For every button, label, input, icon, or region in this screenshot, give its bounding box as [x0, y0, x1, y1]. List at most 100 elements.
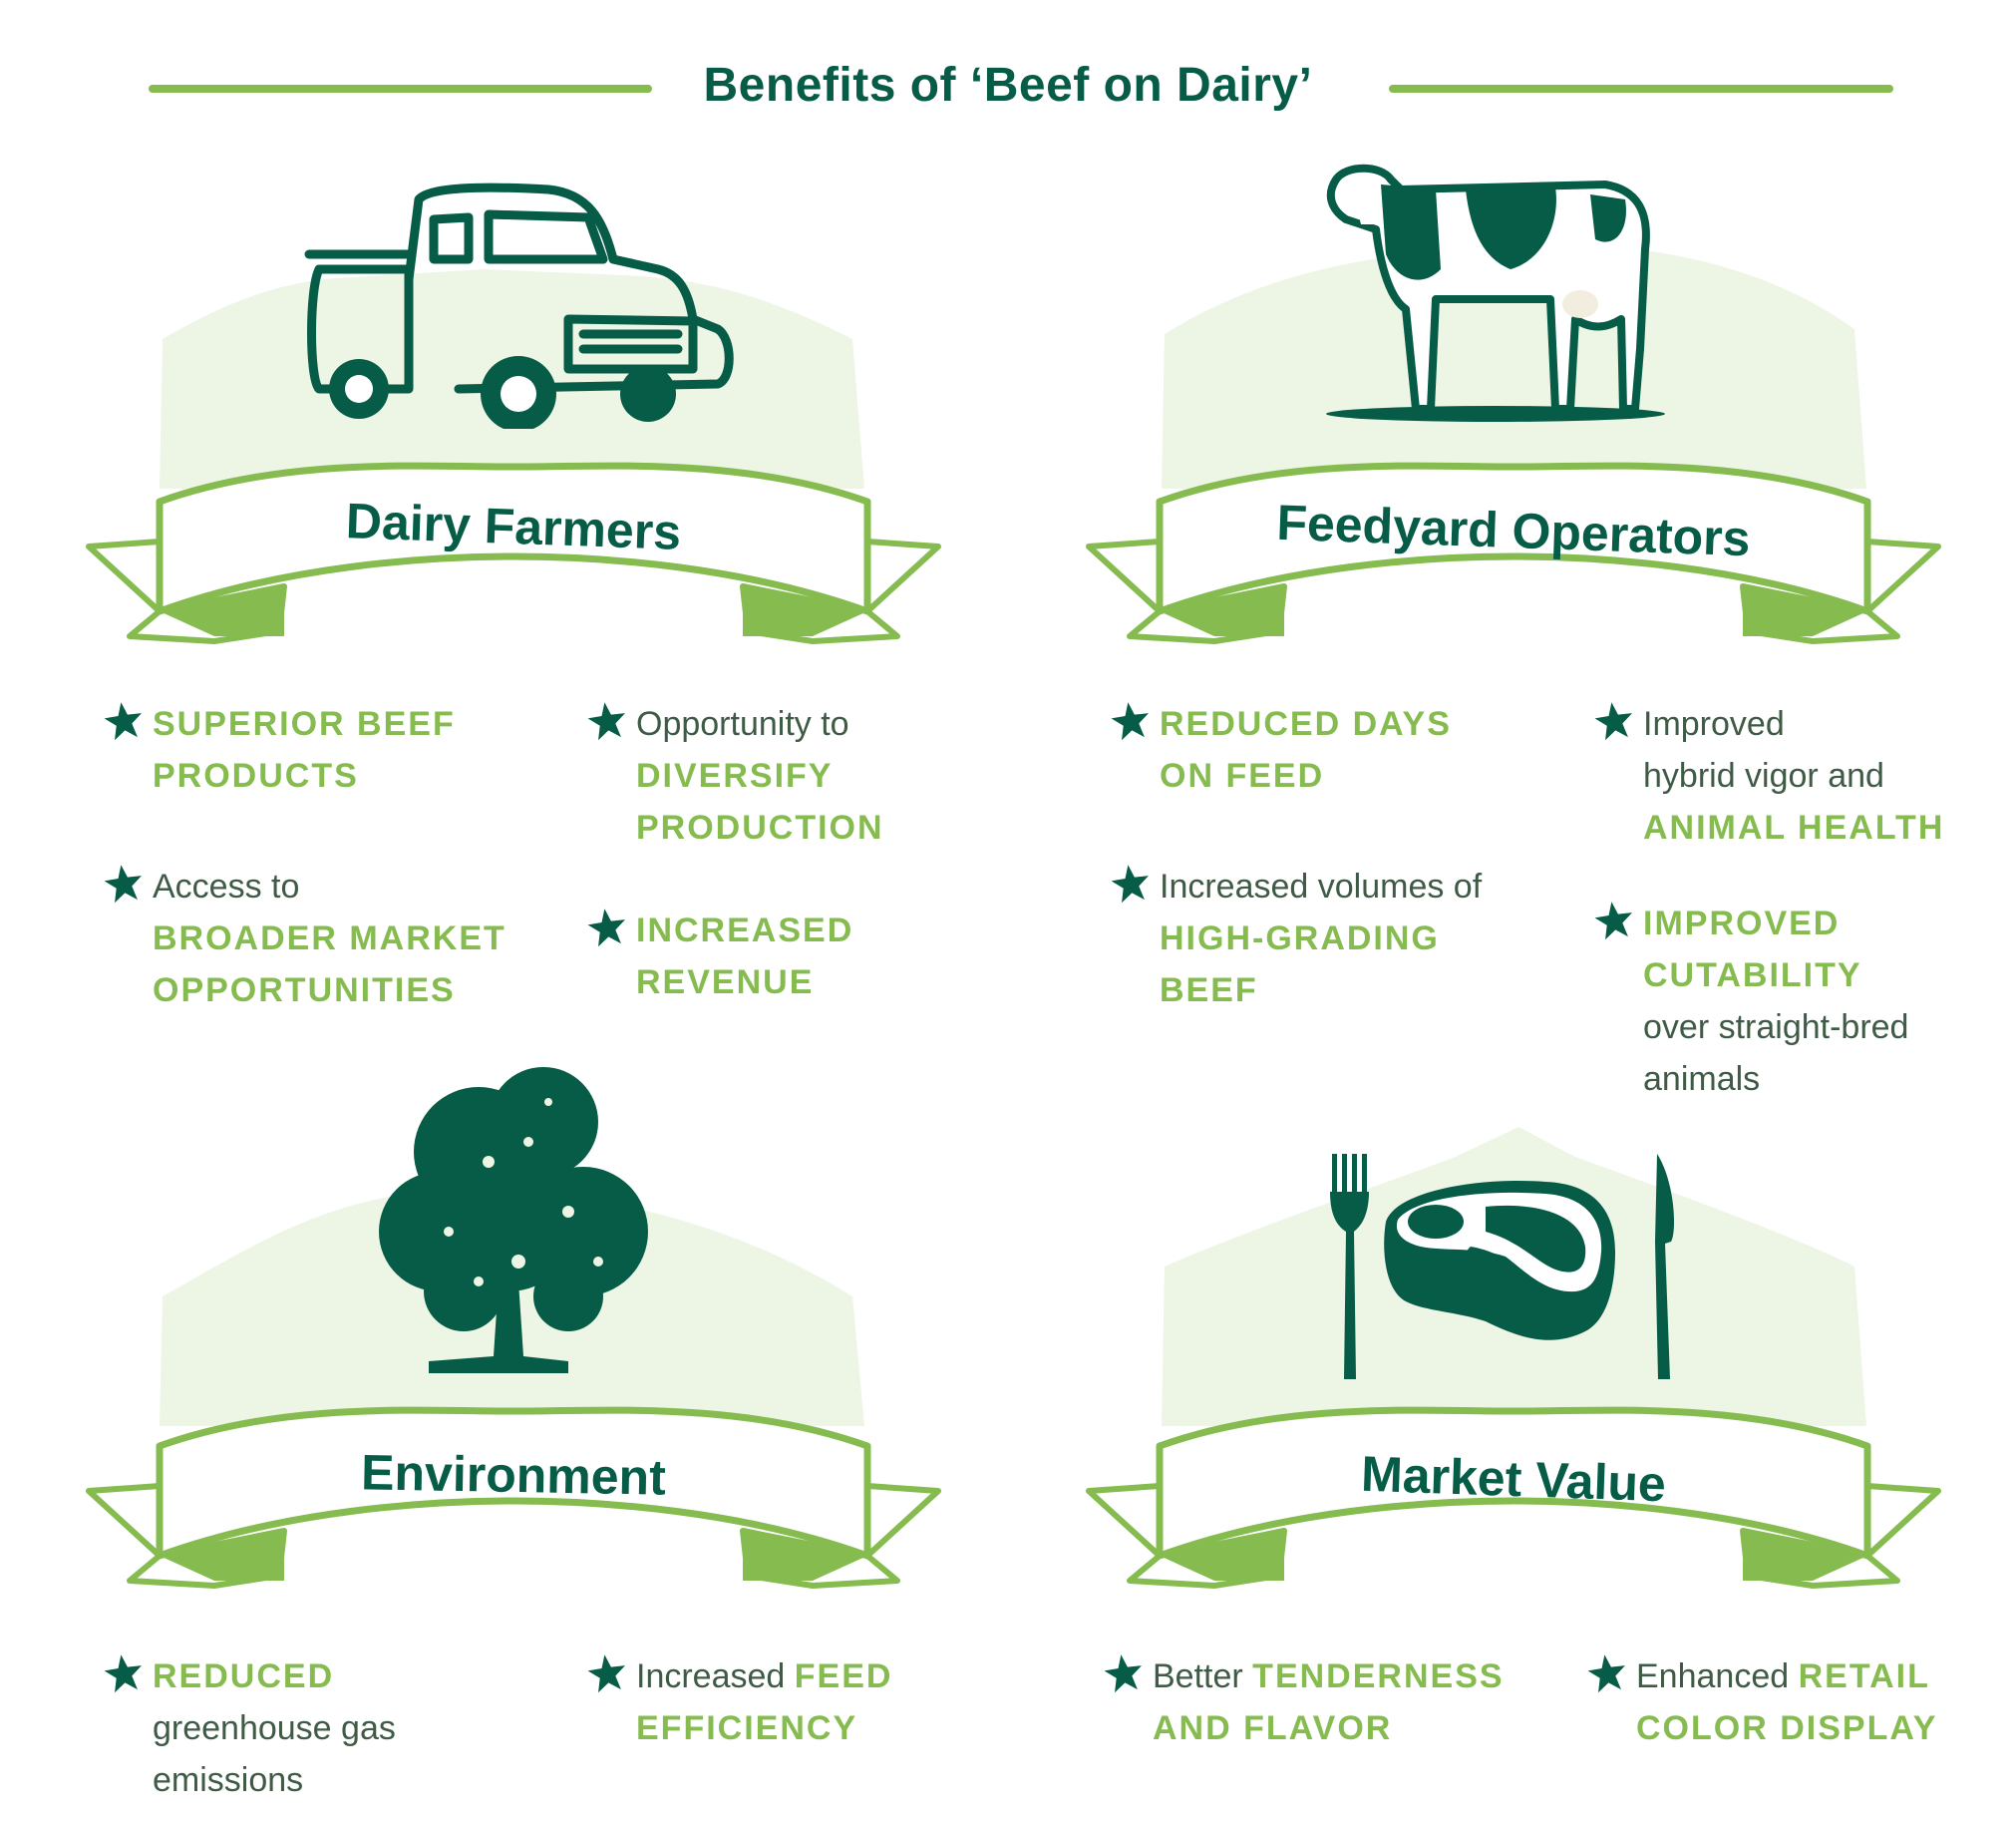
benefit-text-line: BEEF: [1160, 964, 1518, 1016]
plain-text: Improved: [1643, 705, 1785, 743]
benefit-text-line: DIVERSIFY: [636, 750, 995, 802]
benefit-item-dairy-farmers-1: SUPERIOR BEEF PRODUCTS: [104, 698, 511, 802]
benefit-item-feedyard-operators-3: Increased volumes of HIGH-GRADING BEEF: [1111, 861, 1518, 1016]
ribbon-environment: Environment: [85, 1406, 942, 1596]
benefit-item-environment-1: REDUCED greenhouse gas emissions: [104, 1650, 511, 1806]
highlight-text: SUPERIOR BEEF: [153, 705, 456, 743]
ribbon-banner-shape: [86, 462, 941, 644]
benefit-text-line: IMPROVED: [1643, 898, 2002, 949]
benefit-text-line: hybrid vigor and: [1643, 750, 2002, 802]
highlight-text: EFFICIENCY: [636, 1709, 858, 1747]
star-bullet-icon: [1593, 700, 1635, 742]
benefit-text-line: over straight-bred: [1643, 1001, 2002, 1053]
plain-text: Better: [1153, 1657, 1253, 1695]
star-bullet-icon: [1586, 1652, 1628, 1694]
plain-text: Increased volumes of: [1160, 868, 1483, 906]
benefit-text-line: emissions: [153, 1754, 511, 1806]
highlight-text: TENDERNESS: [1252, 1657, 1505, 1695]
benefit-item-feedyard-operators-1: REDUCED DAYS ON FEED: [1111, 698, 1518, 802]
benefit-text-line: AND FLAVOR: [1153, 1702, 1512, 1754]
highlight-text: REVENUE: [636, 963, 815, 1001]
ribbon-banner-shape: [1086, 462, 1941, 644]
benefit-text-line: Improved: [1643, 698, 2002, 750]
plain-text: Increased: [636, 1657, 795, 1695]
plain-text: Enhanced: [1636, 1657, 1799, 1695]
holstein-cow-icon: [1326, 164, 1665, 422]
title-rule-right: [1389, 85, 1893, 93]
star-bullet-icon: [1593, 900, 1635, 941]
ribbon-dairy-farmers: Dairy Farmers: [85, 462, 942, 651]
plain-text: greenhouse gas: [153, 1709, 396, 1747]
benefit-item-market-value-1: Better TENDERNESS AND FLAVOR: [1104, 1650, 1512, 1754]
highlight-text: PRODUCTS: [153, 757, 359, 795]
benefit-text-line: REVENUE: [636, 956, 995, 1008]
benefit-text-line: ON FEED: [1160, 750, 1518, 802]
highlight-text: BROADER MARKET: [153, 919, 506, 957]
highlight-text: DIVERSIFY: [636, 757, 834, 795]
star-bullet-icon: [103, 700, 145, 742]
ribbon-banner-shape: [86, 1406, 941, 1589]
page-title: Benefits of ‘Beef on Dairy’: [703, 59, 1313, 112]
ribbon-market-value: Market Value: [1085, 1406, 1942, 1596]
pickup-truck-icon: [304, 182, 734, 429]
benefit-text-line: Increased FEED: [636, 1650, 995, 1702]
benefit-text-line: PRODUCTS: [153, 750, 511, 802]
highlight-text: FEED: [794, 1657, 893, 1695]
benefit-text-line: ANIMAL HEALTH: [1643, 802, 2002, 854]
highlight-text: PRODUCTION: [636, 809, 884, 847]
star-bullet-icon: [1110, 700, 1152, 742]
plain-text: animals: [1643, 1060, 1761, 1098]
benefit-text-line: REDUCED DAYS: [1160, 698, 1518, 750]
star-bullet-icon: [1103, 1652, 1145, 1694]
benefit-text-line: INCREASED: [636, 905, 995, 956]
star-bullet-icon: [1110, 863, 1152, 905]
highlight-text: HIGH-GRADING: [1160, 919, 1440, 957]
benefit-text-line: BROADER MARKET: [153, 912, 511, 964]
benefit-text-line: animals: [1643, 1053, 2002, 1105]
highlight-text: COLOR DISPLAY: [1636, 1709, 1938, 1747]
highlight-text: CUTABILITY: [1643, 956, 1862, 994]
plain-text: hybrid vigor and: [1643, 757, 1884, 795]
hill-background-feedyard: [1162, 244, 1866, 489]
highlight-text: IMPROVED: [1643, 905, 1841, 942]
benefit-text-line: REDUCED: [153, 1650, 511, 1702]
benefit-text-line: greenhouse gas: [153, 1702, 511, 1754]
star-bullet-icon: [103, 863, 145, 905]
title-rule-left: [149, 85, 652, 93]
plain-text: Access to: [153, 868, 300, 906]
highlight-text: BEEF: [1160, 971, 1258, 1009]
benefit-item-dairy-farmers-3: Access to BROADER MARKET OPPORTUNITIES: [104, 861, 511, 1016]
benefit-text-line: Enhanced RETAIL: [1636, 1650, 1995, 1702]
benefit-text-line: Increased volumes of: [1160, 861, 1518, 912]
plain-text: Opportunity to: [636, 705, 849, 743]
star-bullet-icon: [586, 1652, 628, 1694]
ribbon-feedyard-operators: Feedyard Operators: [1085, 462, 1942, 651]
ribbon-banner-shape: [1086, 1406, 1941, 1589]
benefit-text-line: EFFICIENCY: [636, 1702, 995, 1754]
benefit-item-market-value-2: Enhanced RETAIL COLOR DISPLAY: [1587, 1650, 1995, 1754]
oak-tree-icon: [379, 1067, 648, 1373]
steak-fork-knife-icon: [1330, 1154, 1675, 1379]
benefit-text-line: COLOR DISPLAY: [1636, 1702, 1995, 1754]
highlight-text: REDUCED DAYS: [1160, 705, 1452, 743]
benefit-item-environment-2: Increased FEED EFFICIENCY: [587, 1650, 995, 1754]
plain-text: emissions: [153, 1761, 304, 1799]
benefit-item-feedyard-operators-4: IMPROVED CUTABILITY over straight-bred anim…: [1594, 898, 2002, 1105]
benefit-text-line: Access to: [153, 861, 511, 912]
benefit-text-line: SUPERIOR BEEF: [153, 698, 511, 750]
benefit-text-line: Better TENDERNESS: [1153, 1650, 1512, 1702]
star-bullet-icon: [103, 1652, 145, 1694]
highlight-text: AND FLAVOR: [1153, 1709, 1393, 1747]
benefit-text-line: OPPORTUNITIES: [153, 964, 511, 1016]
benefit-item-dairy-farmers-4: INCREASED REVENUE: [587, 905, 995, 1008]
highlight-text: INCREASED: [636, 911, 854, 949]
highlight-text: ON FEED: [1160, 757, 1325, 795]
highlight-text: ANIMAL HEALTH: [1643, 809, 1945, 847]
highlight-text: REDUCED: [153, 1657, 335, 1695]
benefit-text-line: Opportunity to: [636, 698, 995, 750]
highlight-text: RETAIL: [1798, 1657, 1930, 1695]
benefit-text-line: HIGH-GRADING: [1160, 912, 1518, 964]
benefit-item-dairy-farmers-2: Opportunity to DIVERSIFY PRODUCTION: [587, 698, 995, 854]
benefit-text-line: PRODUCTION: [636, 802, 995, 854]
